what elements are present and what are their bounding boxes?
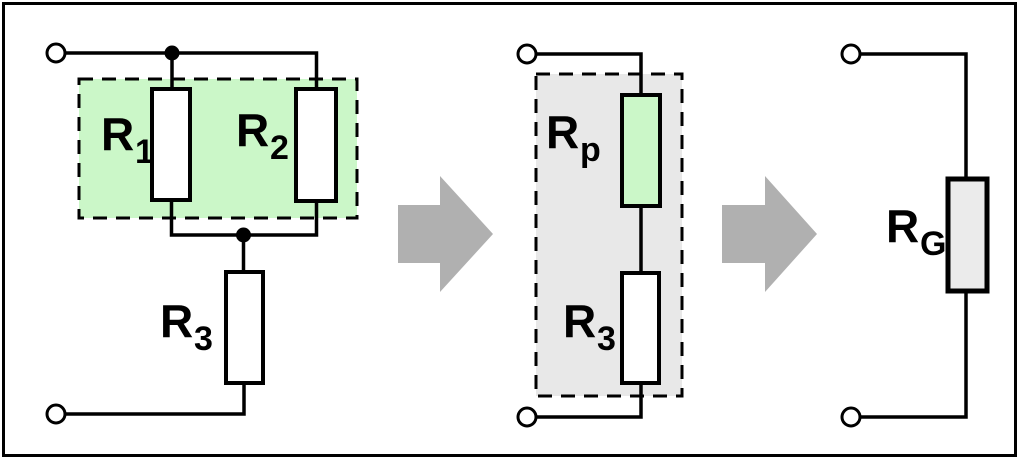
label-r1: R [101, 108, 134, 160]
wire-bottom [64, 383, 246, 416]
wire-bottom [536, 383, 643, 419]
transform-arrow-icon [722, 176, 817, 292]
label-rg-subscript: G [920, 225, 946, 263]
junction-dot-bottom [236, 227, 251, 243]
label-rp-subscript: p [580, 131, 601, 169]
resistor-r1-body [150, 87, 192, 202]
label-r3: R [160, 295, 193, 347]
wire-top [64, 51, 319, 90]
resistor-r3-body [620, 271, 661, 385]
label-r3-subscript: 3 [597, 320, 616, 358]
terminal-bottom-left [45, 403, 67, 425]
label-rg: R [886, 200, 919, 252]
resistor-r3-body [224, 270, 265, 385]
label-r3: R [563, 295, 596, 347]
wire-bottom [860, 291, 968, 419]
figure-frame [2, 2, 1017, 457]
terminal-top-left [45, 42, 67, 64]
middle-circuit: R p R 3 [516, 43, 684, 428]
transform-arrow-icon [398, 176, 493, 292]
resistor-rp-body [620, 93, 662, 208]
terminal-bottom-left [516, 406, 538, 428]
label-r3-subscript: 3 [194, 320, 213, 358]
resistor-rg-body [945, 176, 990, 294]
terminal-top-left [840, 43, 862, 65]
resistor-r2-body [294, 87, 338, 203]
label-r1-subscript: 1 [135, 133, 154, 171]
label-r2-subscript: 2 [270, 129, 289, 167]
junction-dot-top [164, 45, 180, 61]
label-r2: R [236, 104, 269, 156]
left-circuit: R 1 R 2 R 3 [45, 42, 359, 425]
wire-top [536, 52, 643, 95]
right-circuit: R G [840, 43, 990, 428]
terminal-bottom-left [840, 406, 862, 428]
wire-top [860, 52, 968, 179]
label-rp: R [546, 106, 579, 158]
terminal-top-left [516, 43, 538, 65]
